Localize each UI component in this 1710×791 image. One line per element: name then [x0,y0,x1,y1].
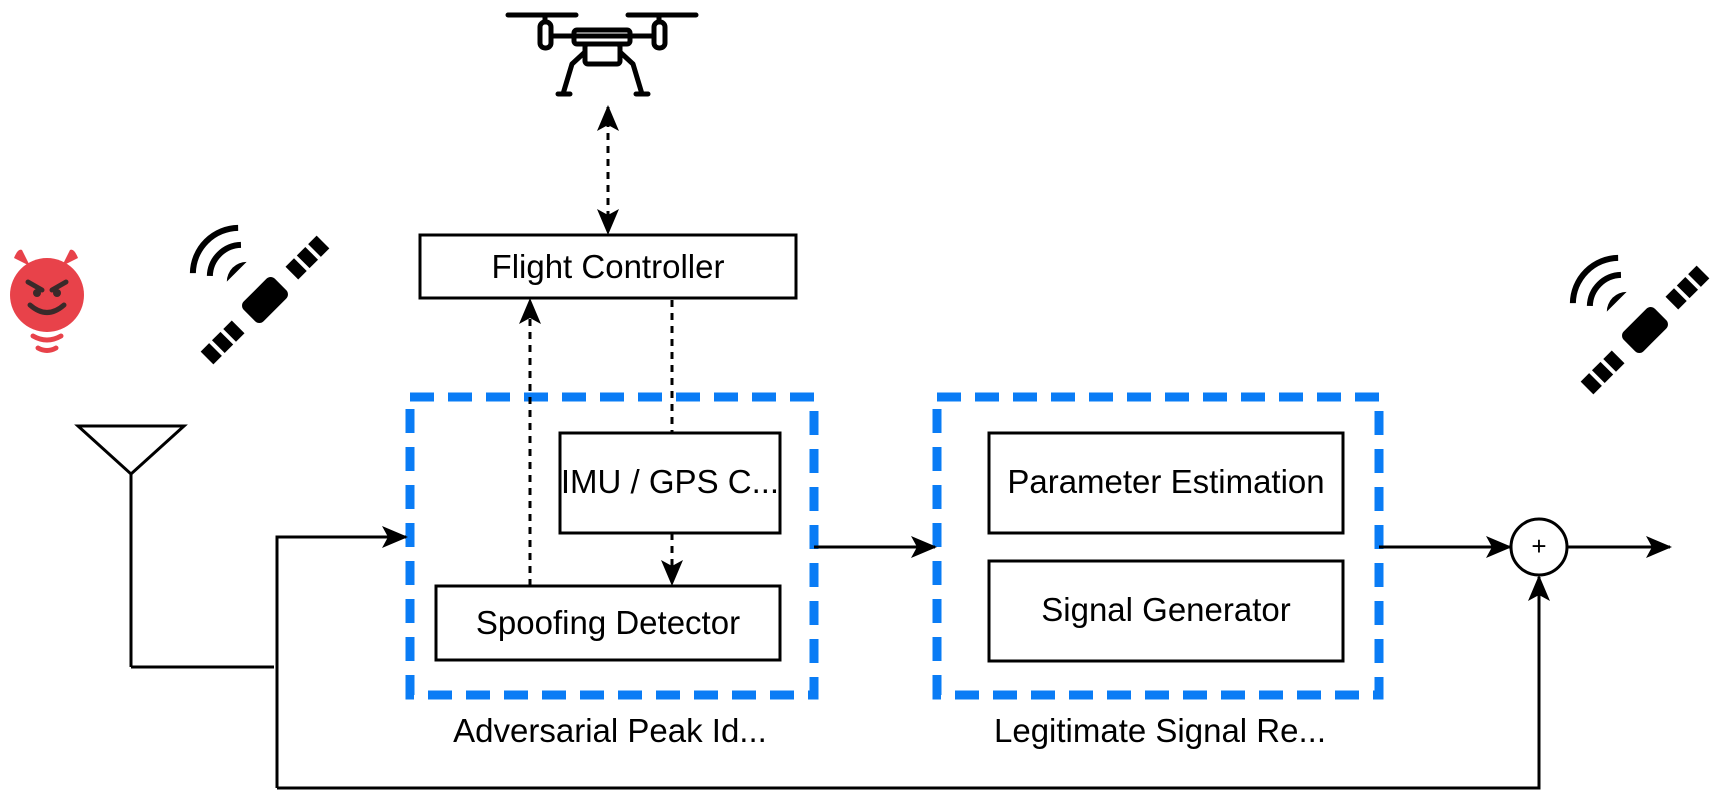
parameter-estimation-block [987,431,1345,535]
flight-controller-label: Flight Controller [491,248,725,285]
devil-emoji-icon [10,249,84,353]
drone-icon [505,12,699,97]
imu-gps-block [558,431,782,535]
satellite-icon [189,224,330,365]
signal-generator-block [987,559,1345,663]
spoofing-detector-block [434,584,782,662]
input-to-adversarial-arrow [275,526,408,788]
spoofing-detector-label: Spoofing Detector [475,604,741,641]
signal-generator-label: Signal Generator [1041,591,1291,628]
adder-circle [1509,517,1569,577]
legitimate-group-label: Legitimate Signal Re... [993,712,1326,749]
flight-controller-block [418,233,798,300]
parameter-estimation-label: Parameter Estimation [1007,463,1325,500]
feedback-to-adder-arrow [277,575,1550,790]
imu-gps-label: IMU / GPS C... [560,463,780,500]
adder-symbol: + [1531,531,1547,561]
satellite-icon [1569,254,1710,395]
antenna-icon [74,424,274,669]
adversarial-group-label: Adversarial Peak Id... [453,712,767,749]
